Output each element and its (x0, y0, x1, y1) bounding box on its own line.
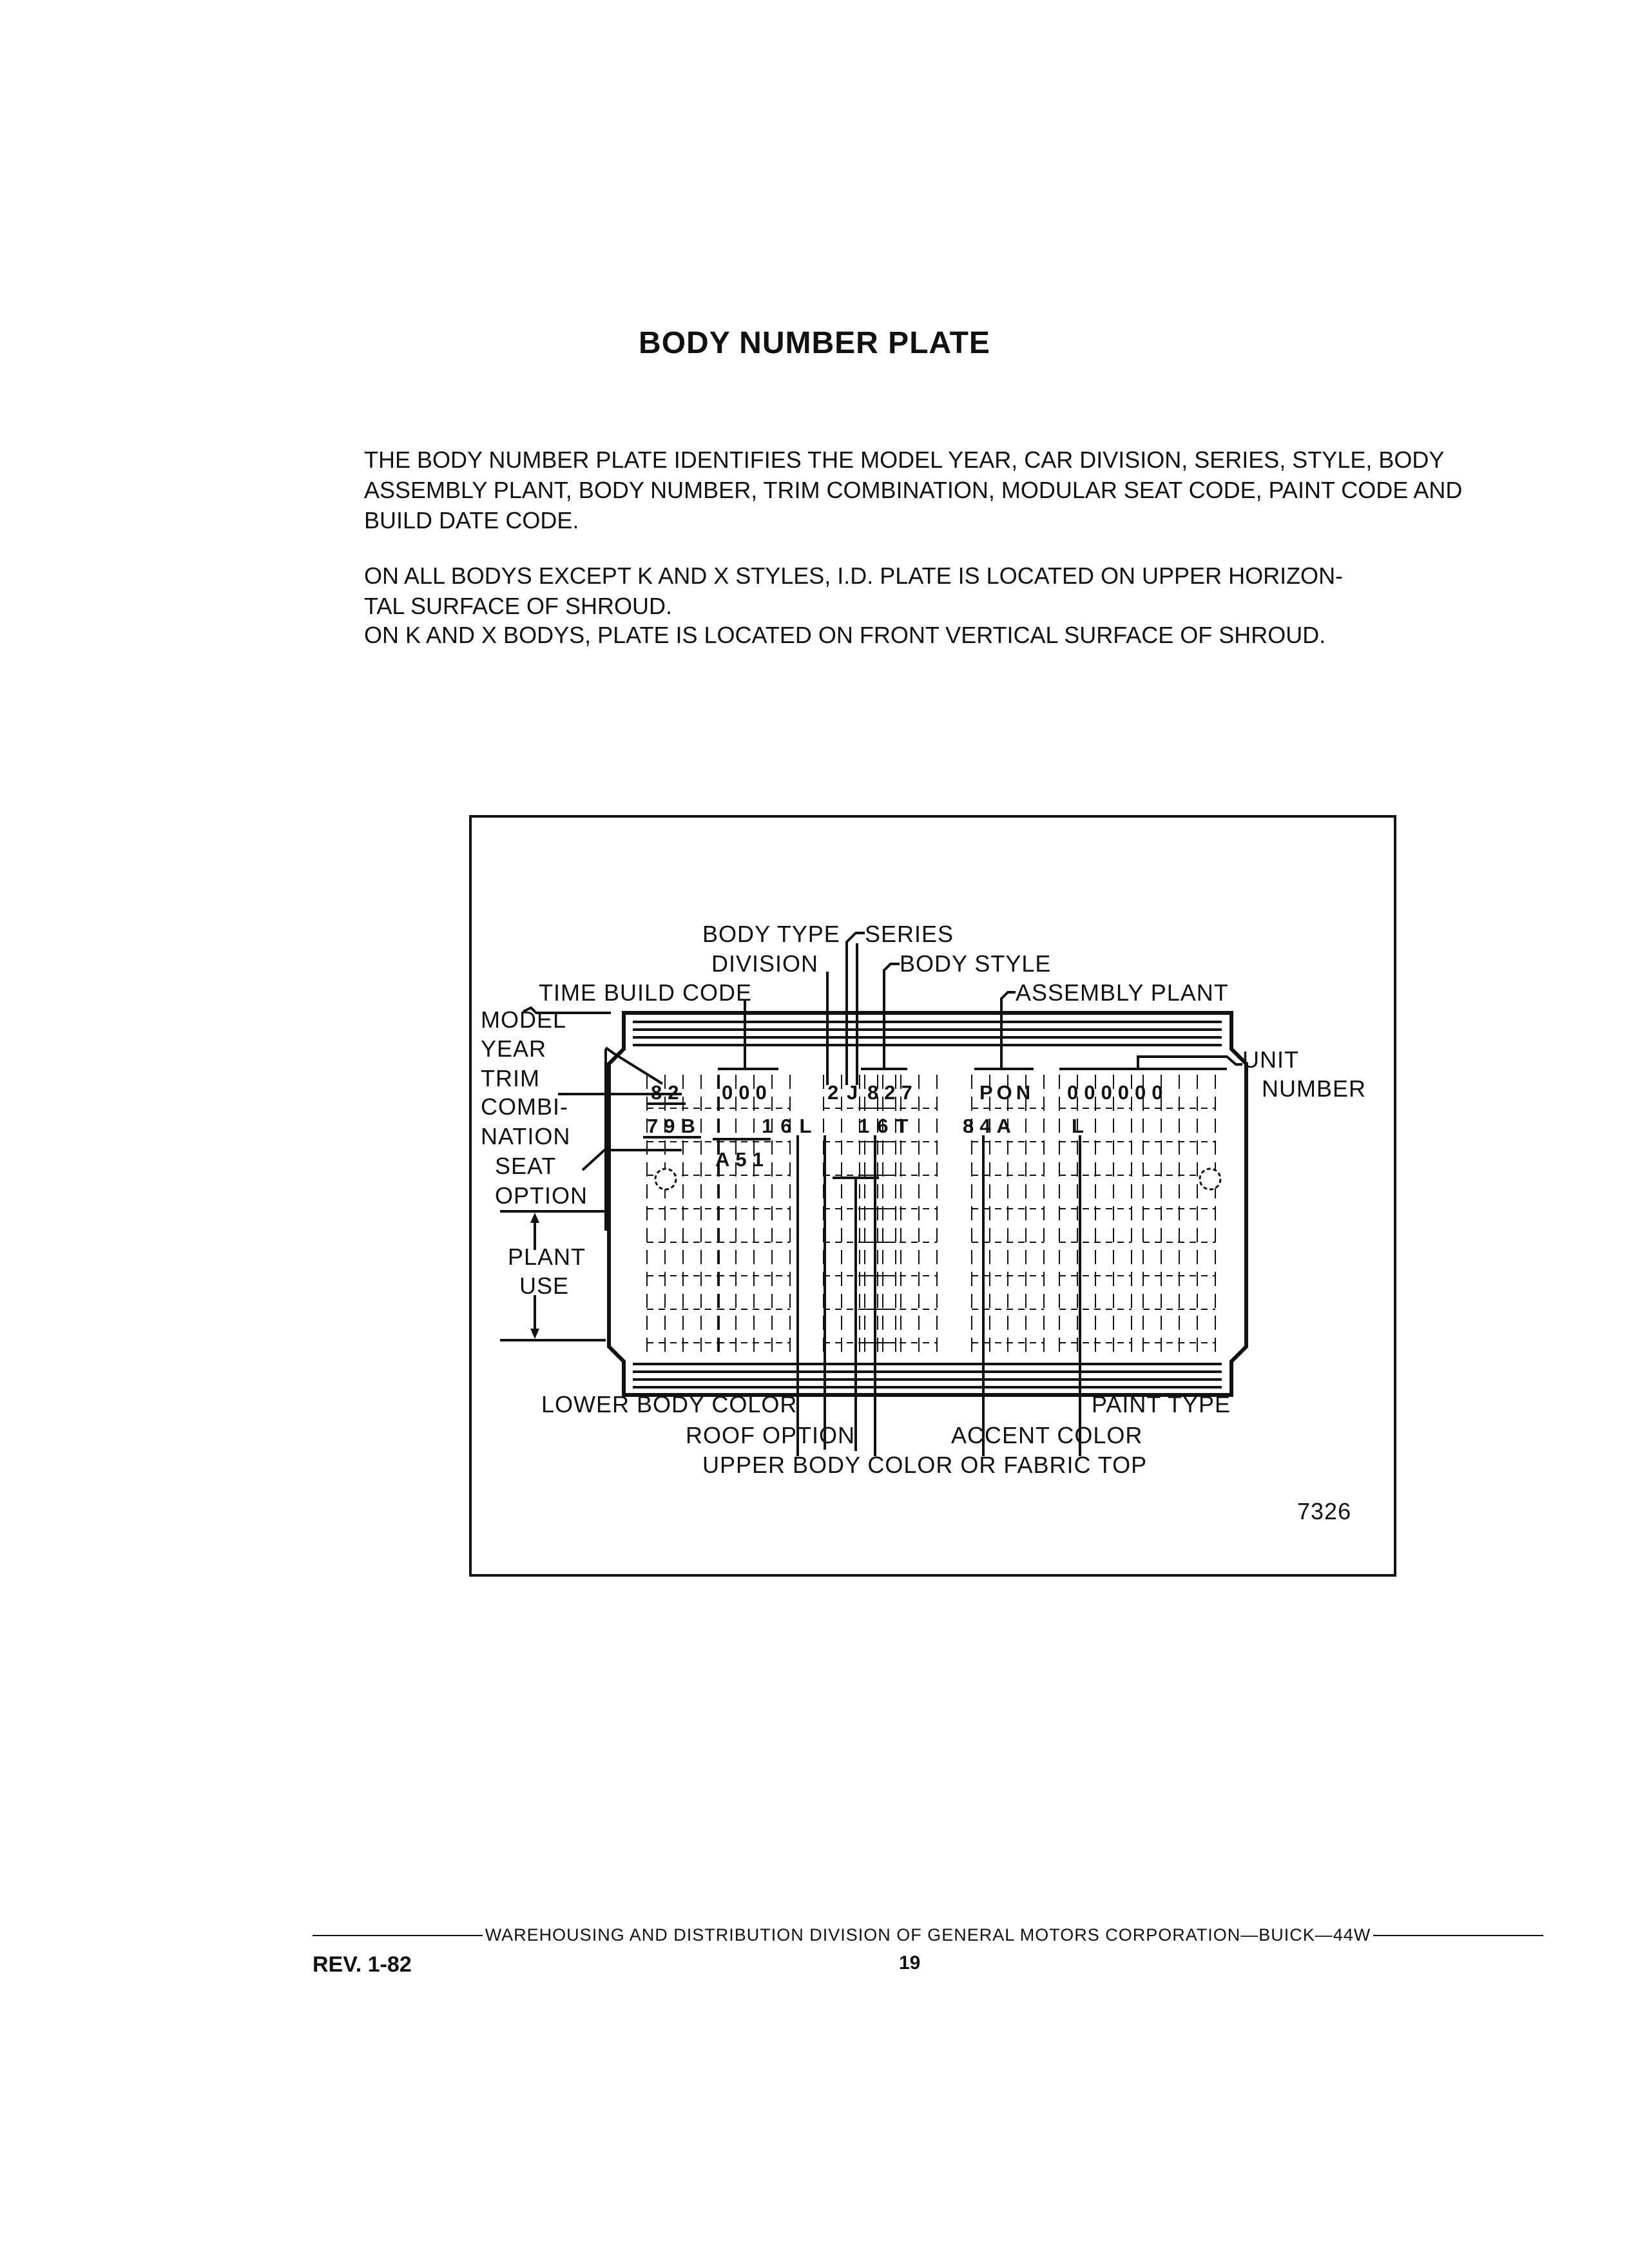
code-group-underlines (643, 1068, 1227, 1140)
page-title: BODY NUMBER PLATE (639, 326, 990, 360)
label-roof-option: ROOF OPTION (686, 1422, 855, 1448)
label-model: MODEL (481, 1006, 566, 1033)
upper-body-color-code: 16T (858, 1115, 916, 1137)
label-unit: UNIT (1242, 1046, 1299, 1073)
label-option: OPTION (495, 1182, 588, 1209)
plate-top-stripes (633, 1021, 1222, 1046)
body-plate-diagram: 82 000 2 J 827 PON 000000 79B 16L 16T 84… (469, 815, 1396, 1577)
footer-rule-left (313, 1934, 483, 1936)
label-division: DIVISION (711, 950, 818, 977)
revision-label: REV. 1-82 (313, 1952, 412, 1977)
seat-option-code: A51 (715, 1148, 769, 1171)
label-body-style: BODY STYLE (900, 950, 1051, 977)
label-nation: NATION (481, 1123, 570, 1149)
label-use: USE (519, 1273, 569, 1299)
page-number: 19 (899, 1952, 921, 1974)
label-accent-color: ACCENT COLOR (951, 1422, 1142, 1448)
label-year: YEAR (481, 1035, 546, 1062)
plate-bottom-stripes (633, 1363, 1222, 1389)
accent-color-code: 84A (963, 1115, 1017, 1137)
figure-number: 7326 (1297, 1498, 1351, 1524)
trim-combination-code: 79B (647, 1115, 701, 1137)
intro-paragraph: THE BODY NUMBER PLATE IDENTIFIES THE MOD… (364, 447, 1463, 533)
label-upper-body-color: UPPER BODY COLOR OR FABRIC TOP (702, 1452, 1147, 1478)
location-paragraph-1: ON ALL BODYS EXCEPT K AND X STYLES, I.D.… (364, 562, 1344, 619)
body-style-code: 827 (867, 1081, 918, 1104)
plate-mounting-hole-right (1199, 1168, 1222, 1191)
label-paint-type: PAINT TYPE (1092, 1391, 1231, 1418)
label-number: NUMBER (1262, 1075, 1366, 1102)
plate-grid (646, 1075, 1216, 1358)
footer-text: WAREHOUSING AND DISTRIBUTION DIVISION OF… (485, 1925, 1371, 1945)
unit-number-value: 000000 (1067, 1081, 1168, 1104)
figure-frame (469, 815, 1396, 1577)
label-lower-body-color: LOWER BODY COLOR (541, 1391, 797, 1418)
label-combi: COMBI- (481, 1093, 568, 1120)
label-assembly-plant: ASSEMBLY PLANT (1016, 979, 1229, 1006)
label-trim: TRIM (481, 1065, 540, 1091)
label-seat: SEAT (495, 1153, 556, 1179)
plate-outline (607, 1011, 1248, 1397)
plate-mounting-hole-left (654, 1168, 677, 1191)
assembly-plant-code: PON (979, 1081, 1034, 1104)
label-body-type: BODY TYPE (702, 921, 840, 947)
plant-use-arrows (530, 1213, 539, 1339)
lower-body-color-code: 16L (762, 1115, 819, 1137)
series-code: J (847, 1081, 858, 1104)
division-code: 2 (827, 1081, 838, 1104)
time-build-code-value: 000 (722, 1081, 773, 1104)
paint-type-code: L (1072, 1115, 1084, 1137)
label-time-build-code: TIME BUILD CODE (539, 979, 752, 1006)
footer-rule-right (1373, 1934, 1544, 1936)
leader-lines (500, 932, 1242, 1456)
footer-line: WAREHOUSING AND DISTRIBUTION DIVISION OF… (313, 1925, 1544, 1945)
label-series: SERIES (865, 921, 954, 947)
label-plant: PLANT (508, 1244, 586, 1270)
location-paragraph-2: ON K AND X BODYS, PLATE IS LOCATED ON FR… (364, 622, 1326, 648)
model-year-code: 82 (651, 1081, 684, 1104)
